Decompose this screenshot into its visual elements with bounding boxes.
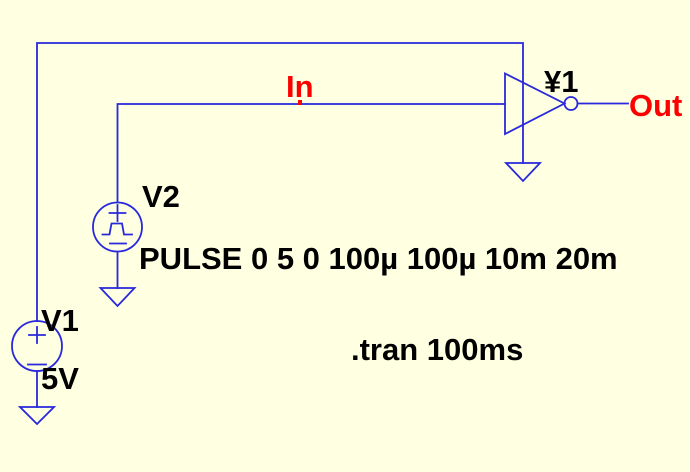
u1-name-label[interactable]: ¥1 — [544, 64, 579, 99]
voltage-source-v2[interactable] — [92, 201, 143, 289]
pulse-waveform-icon — [101, 222, 133, 236]
ground-symbol-v2[interactable] — [98, 287, 137, 308]
ground-symbol-v1[interactable] — [17, 406, 57, 426]
wire-in-net[interactable] — [116, 103, 506, 203]
in-label-anchor — [298, 100, 302, 105]
v2-value-label[interactable]: PULSE 0 5 0 100µ 100µ 10m 20m — [139, 241, 618, 276]
v1-value-label[interactable]: 5V — [41, 361, 79, 396]
net-label-out[interactable]: Out — [629, 88, 683, 123]
ground-symbol-inverter[interactable] — [503, 162, 543, 183]
voltage-source-v1[interactable] — [11, 320, 63, 408]
wire-supply-rail[interactable] — [36, 42, 524, 322]
inverter-gate-u1[interactable] — [504, 72, 579, 136]
v1-name-label[interactable]: V1 — [41, 303, 79, 338]
plus-icon — [108, 204, 127, 222]
inverter-triangle[interactable] — [504, 72, 567, 136]
inverter-bubble — [563, 96, 579, 111]
tran-directive-label[interactable]: .tran 100ms — [351, 332, 524, 367]
plus-icon — [28, 326, 46, 344]
v2-name-label[interactable]: V2 — [142, 179, 180, 214]
net-label-in[interactable]: In — [286, 69, 314, 104]
